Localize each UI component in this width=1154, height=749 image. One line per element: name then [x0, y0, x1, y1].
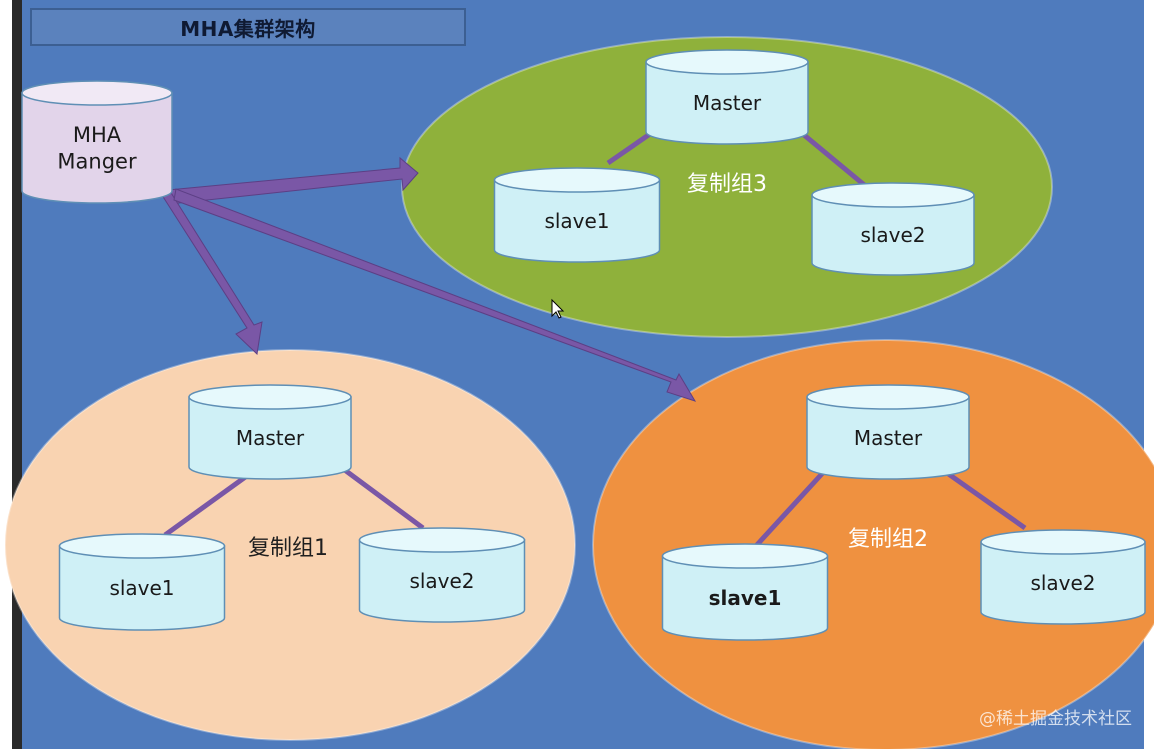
group2-ellipse — [592, 339, 1154, 749]
diagram-title: MHA集群架构 — [180, 16, 316, 41]
group1-slave2-db-body — [358, 539, 526, 623]
group1-slave2-db-label: slave2 — [409, 569, 474, 593]
mouse-cursor-icon — [551, 298, 565, 319]
group1-master-db-body — [188, 396, 352, 480]
g1-link-slave1 — [163, 467, 257, 538]
group2-slave2-db: slave2 — [980, 529, 1146, 625]
group1-ellipse — [4, 349, 576, 741]
group3-master-db-label: Master — [693, 91, 762, 115]
arrow-to-group1 — [159, 187, 263, 356]
mha-manager-db-label: MHA — [73, 123, 122, 147]
mha-manager-db-body — [21, 92, 173, 204]
group3-master-db-body — [645, 61, 809, 145]
group2-slave1-db: slave1 — [661, 543, 829, 641]
group2-master-db-cap — [806, 384, 970, 410]
group3-label: 复制组3 — [687, 172, 767, 197]
group2-label: 复制组2 — [848, 527, 928, 552]
group1-slave2-db: slave2 — [358, 527, 526, 623]
group3-slave1-db: slave1 — [493, 167, 661, 263]
manager-arrows — [159, 156, 697, 402]
group1-slave1-db: slave1 — [58, 533, 226, 631]
group2-master-db-body — [806, 396, 970, 480]
mha-manager-db-label: Manger — [57, 149, 137, 173]
arrow-to-group3 — [167, 156, 419, 205]
left-dark-border — [12, 0, 22, 749]
group2-slave2-db-cap — [980, 529, 1146, 555]
group2-master-db: Master — [806, 384, 970, 480]
group1-slave1-db-label: slave1 — [109, 576, 174, 600]
group2-master-db-label: Master — [854, 426, 923, 450]
g2-link-slave1 — [753, 463, 832, 549]
group1-links — [163, 462, 425, 538]
mha-manager-db-cap — [21, 80, 173, 106]
group3-slave2-db-cap — [811, 182, 975, 208]
group2-slave2-db-label: slave2 — [1030, 571, 1095, 595]
group3-slave2-db: slave2 — [811, 182, 975, 276]
group1-label: 复制组1 — [248, 536, 328, 561]
g3-link-slave2 — [790, 123, 876, 195]
group2-slave1-db-label: slave1 — [709, 586, 782, 610]
group3-slave1-db-label: slave1 — [544, 209, 609, 233]
right-margin — [1144, 0, 1154, 749]
arrow-to-group2 — [173, 188, 697, 402]
group2-slave1-db-body — [661, 555, 829, 641]
group1-slave2-db-cap — [358, 527, 526, 553]
group3-slave1-db-cap — [493, 167, 661, 193]
diagram-title-box: MHA集群架构 — [30, 8, 466, 46]
group3-slave2-db-body — [811, 194, 975, 276]
g2-link-slave2 — [938, 465, 1027, 531]
group3-master-db-cap — [645, 49, 809, 75]
group3-slave1-db-body — [493, 179, 661, 263]
group1-slave1-db-body — [58, 545, 226, 631]
group2-slave1-db-cap — [661, 543, 829, 569]
group2-slave2-db-body — [980, 541, 1146, 625]
watermark: @稀土掘金技术社区 — [979, 709, 1132, 729]
g1-link-slave2 — [336, 462, 425, 531]
group1-master-db-label: Master — [236, 426, 305, 450]
group3-master-db: Master — [645, 49, 809, 145]
group2-links — [753, 463, 1027, 549]
group1-master-db-cap — [188, 384, 352, 410]
group1-master-db: Master — [188, 384, 352, 480]
group1-slave1-db-cap — [58, 533, 226, 559]
group3-slave2-db-label: slave2 — [860, 223, 925, 247]
